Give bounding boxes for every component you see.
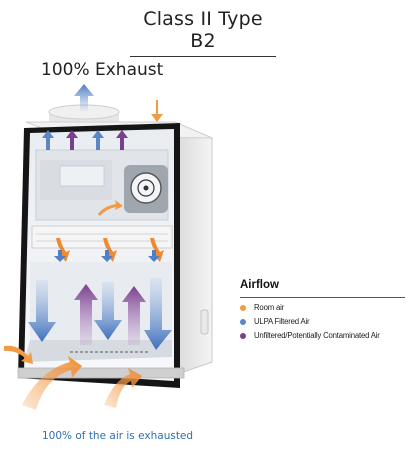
ulpa-air-arrows	[28, 84, 172, 350]
room-air-arrow-filter-1	[56, 238, 70, 262]
room-air-arrow-blower	[98, 200, 123, 216]
ulpa-filter	[31, 225, 173, 249]
downflow-arrow-2	[94, 282, 122, 340]
downflow-arrow-3	[144, 278, 172, 350]
legend-label: Unfiltered/Potentially Contaminated Air	[254, 331, 380, 340]
ulpa-air-dot-icon	[240, 318, 246, 325]
contaminated-air-dot-icon	[240, 332, 246, 339]
return-arrow-2	[122, 286, 146, 345]
blower-housing	[35, 149, 169, 221]
contaminated-air-arrows	[66, 130, 146, 345]
room-air-arrow-filter-2	[103, 238, 117, 262]
work-area	[17, 262, 185, 379]
exhaust-up-arrow	[74, 84, 94, 112]
airflow-legend: Airflow Room air ULPA Filtered Air Unfil…	[240, 279, 405, 340]
legend-item-ulpa-air: ULPA Filtered Air	[240, 317, 405, 326]
diagram-title-wrap: Class II Type B2	[130, 8, 276, 57]
room-air-arrow-intake-2	[104, 368, 142, 408]
exhaust-label: 100% Exhaust	[41, 60, 164, 80]
diagram-title: Class II Type B2	[130, 8, 276, 57]
return-arrow-1	[74, 284, 98, 345]
room-air-arrows	[4, 100, 164, 410]
room-air-arrow-filter-3	[150, 238, 164, 262]
room-air-arrow-intake-1	[22, 356, 82, 410]
room-air-dot-icon	[240, 304, 246, 311]
room-air-arrow-top	[151, 100, 163, 122]
room-air-arrow-front-left	[4, 345, 33, 364]
legend-label: ULPA Filtered Air	[254, 317, 310, 326]
legend-title: Airflow	[240, 279, 405, 298]
legend-label: Room air	[254, 303, 285, 312]
legend-item-contaminated-air: Unfiltered/Potentially Contaminated Air	[240, 331, 405, 340]
legend-item-room-air: Room air	[240, 303, 405, 312]
footer-caption: 100% of the air is exhausted	[42, 430, 194, 442]
downflow-arrow-1	[28, 280, 56, 342]
